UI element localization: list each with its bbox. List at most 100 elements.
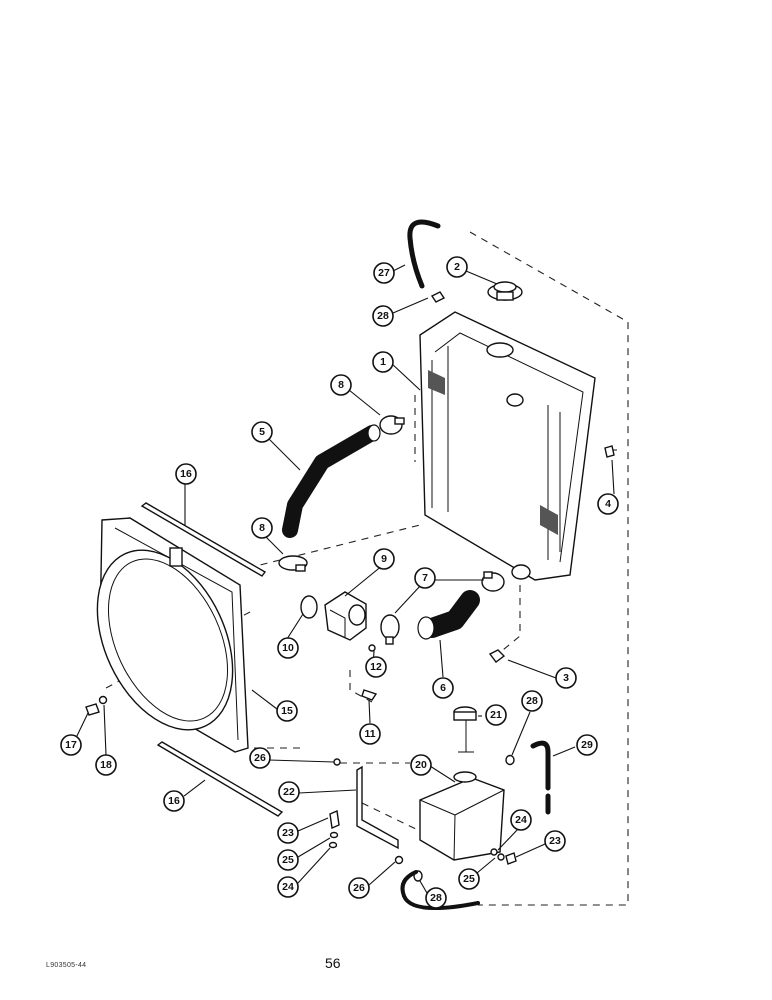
drain-plug [604, 445, 615, 458]
svg-text:12: 12 [370, 661, 382, 673]
callout-2: 2 [446, 256, 468, 278]
callout-28-right: 28 [521, 690, 543, 712]
reservoir-overflow-hose [530, 740, 551, 791]
callout-23-left: 23 [277, 822, 299, 844]
svg-text:1: 1 [380, 356, 386, 368]
callout-20: 20 [410, 754, 432, 776]
svg-text:28: 28 [526, 695, 538, 707]
callout-18: 18 [95, 754, 117, 776]
svg-text:24: 24 [515, 814, 527, 826]
fan-shroud [96, 517, 249, 753]
svg-text:25: 25 [282, 854, 294, 866]
svg-text:15: 15 [281, 705, 293, 717]
shroud-bolt [85, 703, 100, 716]
svg-text:8: 8 [259, 522, 265, 534]
callout-21: 21 [485, 704, 507, 726]
callout-27: 27 [373, 262, 395, 284]
shroud-washer [98, 695, 108, 705]
svg-text:26: 26 [254, 752, 266, 764]
callout-24-left: 24 [277, 876, 299, 898]
callout-3: 3 [555, 667, 577, 689]
svg-text:4: 4 [605, 498, 611, 510]
svg-text:9: 9 [381, 553, 387, 565]
svg-text:18: 18 [100, 759, 112, 771]
hose-fitting [430, 291, 446, 303]
svg-text:23: 23 [549, 835, 561, 847]
reservoir-lock-washer-right [497, 853, 505, 861]
reservoir-overflow-hose-lower [400, 870, 480, 911]
callout-8-lower: 8 [251, 517, 273, 539]
svg-text:21: 21 [490, 709, 502, 721]
reservoir-fitting-upper [505, 754, 515, 766]
callout-22: 22 [278, 781, 300, 803]
callout-28-top: 28 [372, 305, 394, 327]
callout-12: 12 [365, 656, 387, 678]
upper-radiator-hose [282, 424, 381, 538]
callout-25-left: 25 [277, 849, 299, 871]
callout-10: 10 [277, 637, 299, 659]
callout-28-bottom: 28 [425, 887, 447, 909]
reservoir-bracket [356, 765, 399, 850]
radiator-drain-fitting [488, 649, 506, 663]
callout-6: 6 [432, 677, 454, 699]
callout-5: 5 [251, 421, 273, 443]
svg-text:20: 20 [415, 759, 427, 771]
svg-text:6: 6 [440, 682, 446, 694]
reservoir-bolt-right [505, 852, 517, 865]
svg-text:29: 29 [581, 739, 593, 751]
callout-4: 4 [597, 493, 619, 515]
callout-1: 1 [372, 351, 394, 373]
bracket-nut-upper [333, 758, 341, 766]
svg-text:26: 26 [353, 882, 365, 894]
leader-lines [74, 264, 615, 894]
shroud-seal-strip-upper [140, 502, 267, 577]
callout-9: 9 [373, 548, 395, 570]
callout-26-upper: 26 [249, 747, 271, 769]
svg-text:27: 27 [378, 267, 390, 279]
svg-text:10: 10 [282, 642, 294, 654]
callout-7: 7 [414, 567, 436, 589]
hose-clamp-lower [278, 555, 308, 572]
svg-text:25: 25 [463, 873, 475, 885]
callout-11: 11 [359, 723, 381, 745]
callout-15: 15 [276, 700, 298, 722]
svg-text:17: 17 [65, 739, 77, 751]
reservoir-washer-right [490, 848, 498, 856]
svg-text:8: 8 [338, 379, 344, 391]
hose-clamp-thermostat-side [380, 614, 400, 645]
svg-text:28: 28 [430, 892, 442, 904]
bracket-nut-lower [394, 855, 404, 865]
thermostat-fitting [368, 644, 376, 652]
bracket-lock-washer [329, 831, 339, 839]
svg-text:7: 7 [422, 572, 428, 584]
callout-24-right: 24 [510, 809, 532, 831]
overflow-hose-top [407, 219, 441, 289]
document-code: L903505-44 [46, 962, 87, 969]
bracket-flat-washer [328, 841, 338, 849]
svg-text:3: 3 [563, 672, 569, 684]
bracket-bolt [329, 809, 340, 830]
radiator-cap [487, 281, 523, 301]
svg-text:28: 28 [377, 310, 389, 322]
thermostat-gasket [300, 595, 318, 619]
thermostat-housing [324, 591, 367, 641]
hose-clamp-upper [379, 415, 405, 435]
callout-26-lower: 26 [348, 877, 370, 899]
svg-text:24: 24 [282, 881, 294, 893]
callout-16-upper: 16 [175, 463, 197, 485]
shroud-seal-strip-lower [156, 741, 284, 817]
callout-25-right: 25 [458, 868, 480, 890]
reservoir-cap [453, 706, 477, 753]
svg-text:22: 22 [283, 786, 295, 798]
callout-17: 17 [60, 734, 82, 756]
svg-text:23: 23 [282, 827, 294, 839]
svg-text:5: 5 [259, 426, 265, 438]
lower-radiator-hose [417, 590, 480, 640]
radiator [419, 311, 596, 581]
callout-29: 29 [576, 734, 598, 756]
thermostat-bolt [361, 689, 378, 701]
hose-clamp-radiator-side [481, 571, 505, 592]
callout-16-lower: 16 [163, 790, 185, 812]
coolant-reservoir [419, 771, 505, 861]
